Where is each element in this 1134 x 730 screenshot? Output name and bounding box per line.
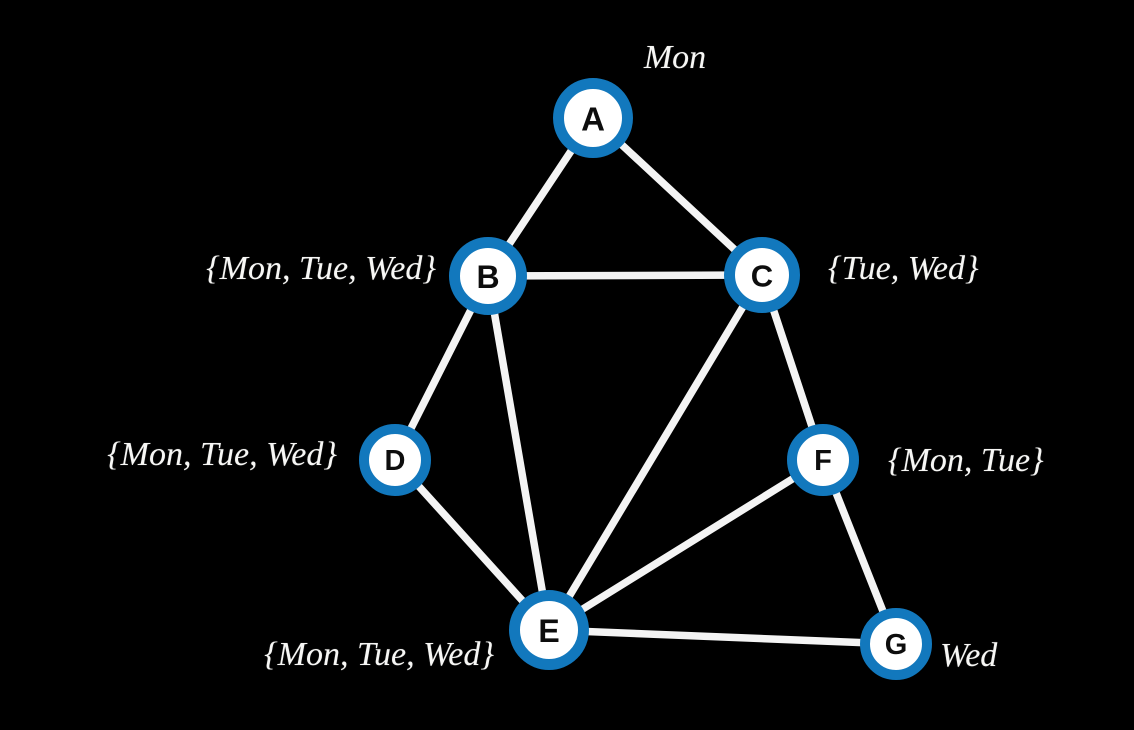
node-circle-g (860, 608, 932, 680)
node-letter-c: C (751, 259, 773, 294)
graph-node-f[interactable]: F (787, 424, 859, 496)
node-circle-f (787, 424, 859, 496)
graph-edge-e-f (545, 456, 827, 634)
graph-node-d[interactable]: D (359, 424, 431, 496)
edges-layer (391, 114, 900, 648)
node-circle-b (449, 237, 527, 315)
node-circle-a (553, 78, 633, 158)
graph-edge-e-g (545, 626, 900, 648)
graph-node-b[interactable]: B (449, 237, 527, 315)
node-letter-f: F (814, 445, 832, 477)
node-circle-e (509, 590, 589, 670)
graph-edge-b-e (484, 272, 553, 634)
node-circle-c (724, 237, 800, 313)
node-letter-a: A (581, 101, 605, 138)
domain-label-e: {Mon, Tue, Wed} (264, 636, 494, 673)
node-letter-g: G (885, 629, 908, 661)
node-circle-d (359, 424, 431, 496)
graph-node-e[interactable]: E (509, 590, 589, 670)
graph-node-c[interactable]: C (724, 237, 800, 313)
domain-label-g: Wed (940, 637, 998, 674)
node-letter-d: D (385, 445, 406, 477)
graph-node-a[interactable]: A (553, 78, 633, 158)
node-letter-b: B (476, 259, 499, 295)
domain-label-c: {Tue, Wed} (828, 250, 979, 287)
domain-label-d: {Mon, Tue, Wed} (107, 436, 337, 473)
graph-edge-b-c (484, 271, 766, 280)
domain-label-a: Mon (643, 39, 707, 76)
domain-label-b: {Mon, Tue, Wed} (206, 250, 436, 287)
domain-label-f: {Mon, Tue} (888, 442, 1044, 479)
node-letter-e: E (538, 613, 559, 649)
nodes-layer: A B C D E F G (359, 78, 932, 680)
graph-node-g[interactable]: G (860, 608, 932, 680)
graph-edge-c-e (545, 271, 766, 634)
